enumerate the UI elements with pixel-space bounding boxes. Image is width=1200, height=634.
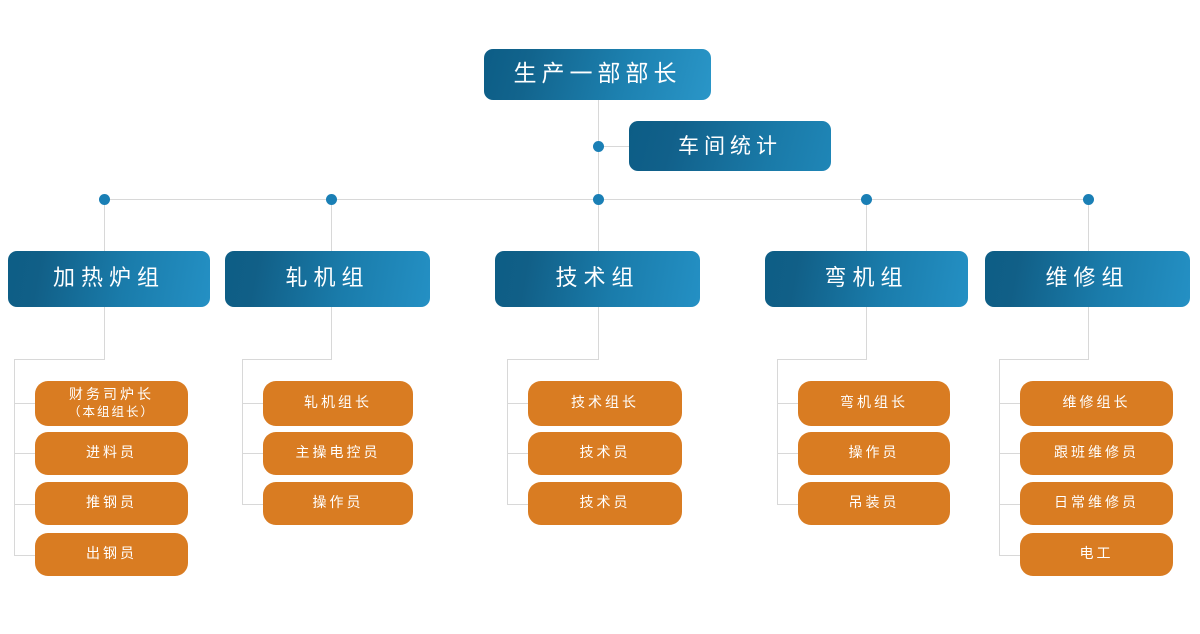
connector-col1-drop [104,307,105,360]
connector-col1-branch-3 [14,504,36,505]
node-member-1-2[interactable]: 进料员 [35,432,188,475]
node-staff-label: 车间统计 [678,133,782,158]
node-group-2-label: 轧机组 [285,266,370,292]
connector-col4-drop [866,307,867,360]
node-member-5-2[interactable]: 跟班维修员 [1020,432,1173,475]
connector-group-drop-4 [866,199,867,251]
node-staff-workshop-statistics[interactable]: 车间统计 [629,121,831,171]
connector-col2-branch-3 [242,504,264,505]
connector-col1-branch-4 [14,555,36,556]
node-member-3-2-label: 技术员 [579,444,631,461]
connector-col1-spine [14,359,15,555]
connector-col3-branch-1 [507,403,529,404]
node-member-1-4[interactable]: 出钢员 [35,533,188,576]
node-member-5-3-label: 日常维修员 [1054,494,1139,511]
node-member-5-2-label: 跟班维修员 [1054,444,1139,461]
node-member-4-3[interactable]: 吊装员 [798,482,950,525]
node-group-1-label: 加热炉组 [52,266,165,292]
node-member-5-4[interactable]: 电工 [1020,533,1173,576]
connector-dot-staff [593,141,604,152]
node-group-1[interactable]: 加热炉组 [8,251,210,307]
connector-group-drop-3 [598,199,599,251]
node-member-4-1[interactable]: 弯机组长 [798,381,950,426]
connector-col3-elbow [507,359,599,360]
node-member-1-1[interactable]: 财务司炉长 （本组组长） [35,381,188,426]
connector-col5-spine [999,359,1000,555]
node-member-4-2[interactable]: 操作员 [798,432,950,475]
connector-staff-branch [598,146,630,147]
node-group-2[interactable]: 轧机组 [225,251,430,307]
node-root[interactable]: 生产一部部长 [484,49,711,100]
connector-col5-branch-4 [999,555,1021,556]
node-member-3-3[interactable]: 技术员 [528,482,682,525]
node-member-2-1[interactable]: 轧机组长 [263,381,413,426]
connector-col2-branch-1 [242,403,264,404]
connector-col4-branch-1 [777,403,799,404]
connector-col5-drop [1088,307,1089,360]
connector-group-drop-2 [331,199,332,251]
node-member-1-1-sublabel: （本组组长） [67,404,155,420]
node-member-2-2-label: 主操电控员 [295,444,381,461]
node-member-1-3-label: 推钢员 [86,494,137,511]
connector-dot-group-4 [861,194,872,205]
node-member-1-4-label: 出钢员 [86,545,137,562]
node-member-1-1-label: 财务司炉长 [69,386,154,403]
node-member-4-2-label: 操作员 [848,444,900,461]
connector-col5-branch-3 [999,504,1021,505]
connector-col3-spine [507,359,508,504]
connector-col2-drop [331,307,332,360]
node-member-4-3-label: 吊装员 [848,494,900,511]
connector-col4-branch-2 [777,453,799,454]
node-member-3-1-label: 技术组长 [571,394,639,411]
node-member-5-3[interactable]: 日常维修员 [1020,482,1173,525]
node-member-5-4-label: 电工 [1079,545,1114,562]
node-member-2-3[interactable]: 操作员 [263,482,413,525]
node-member-5-1-label: 维修组长 [1062,394,1131,411]
node-member-2-1-label: 轧机组长 [304,394,372,411]
connector-col5-branch-1 [999,403,1021,404]
connector-col3-drop [598,307,599,360]
connector-dot-group-2 [326,194,337,205]
connector-col1-branch-2 [14,453,36,454]
node-member-2-3-label: 操作员 [312,494,364,511]
connector-col3-branch-3 [507,504,529,505]
connector-col5-branch-2 [999,453,1021,454]
connector-group-drop-5 [1088,199,1089,251]
node-group-3-label: 技术组 [555,266,640,292]
connector-col1-branch-1 [14,403,36,404]
node-group-4-label: 弯机组 [824,266,909,292]
node-member-3-1[interactable]: 技术组长 [528,381,682,426]
node-group-3[interactable]: 技术组 [495,251,700,307]
connector-col4-spine [777,359,778,504]
node-member-3-3-label: 技术员 [579,494,631,511]
node-member-1-2-label: 进料员 [86,444,137,461]
node-group-4[interactable]: 弯机组 [765,251,968,307]
connector-group-drop-1 [104,199,105,251]
connector-dot-group-5 [1083,194,1094,205]
connector-col4-elbow [777,359,867,360]
node-root-label: 生产一部部长 [513,61,682,88]
connector-col4-branch-3 [777,504,799,505]
connector-col2-spine [242,359,243,504]
connector-dot-group-1 [99,194,110,205]
node-member-1-3[interactable]: 推钢员 [35,482,188,525]
connector-col2-elbow [242,359,332,360]
node-member-2-2[interactable]: 主操电控员 [263,432,413,475]
connector-dot-group-3 [593,194,604,205]
connector-col1-elbow [14,359,105,360]
node-member-3-2[interactable]: 技术员 [528,432,682,475]
node-member-5-1[interactable]: 维修组长 [1020,381,1173,426]
node-group-5[interactable]: 维修组 [985,251,1190,307]
node-group-5-label: 维修组 [1045,266,1130,292]
node-member-4-1-label: 弯机组长 [840,394,908,411]
connector-col5-elbow [999,359,1089,360]
connector-col3-branch-2 [507,453,529,454]
connector-col2-branch-2 [242,453,264,454]
